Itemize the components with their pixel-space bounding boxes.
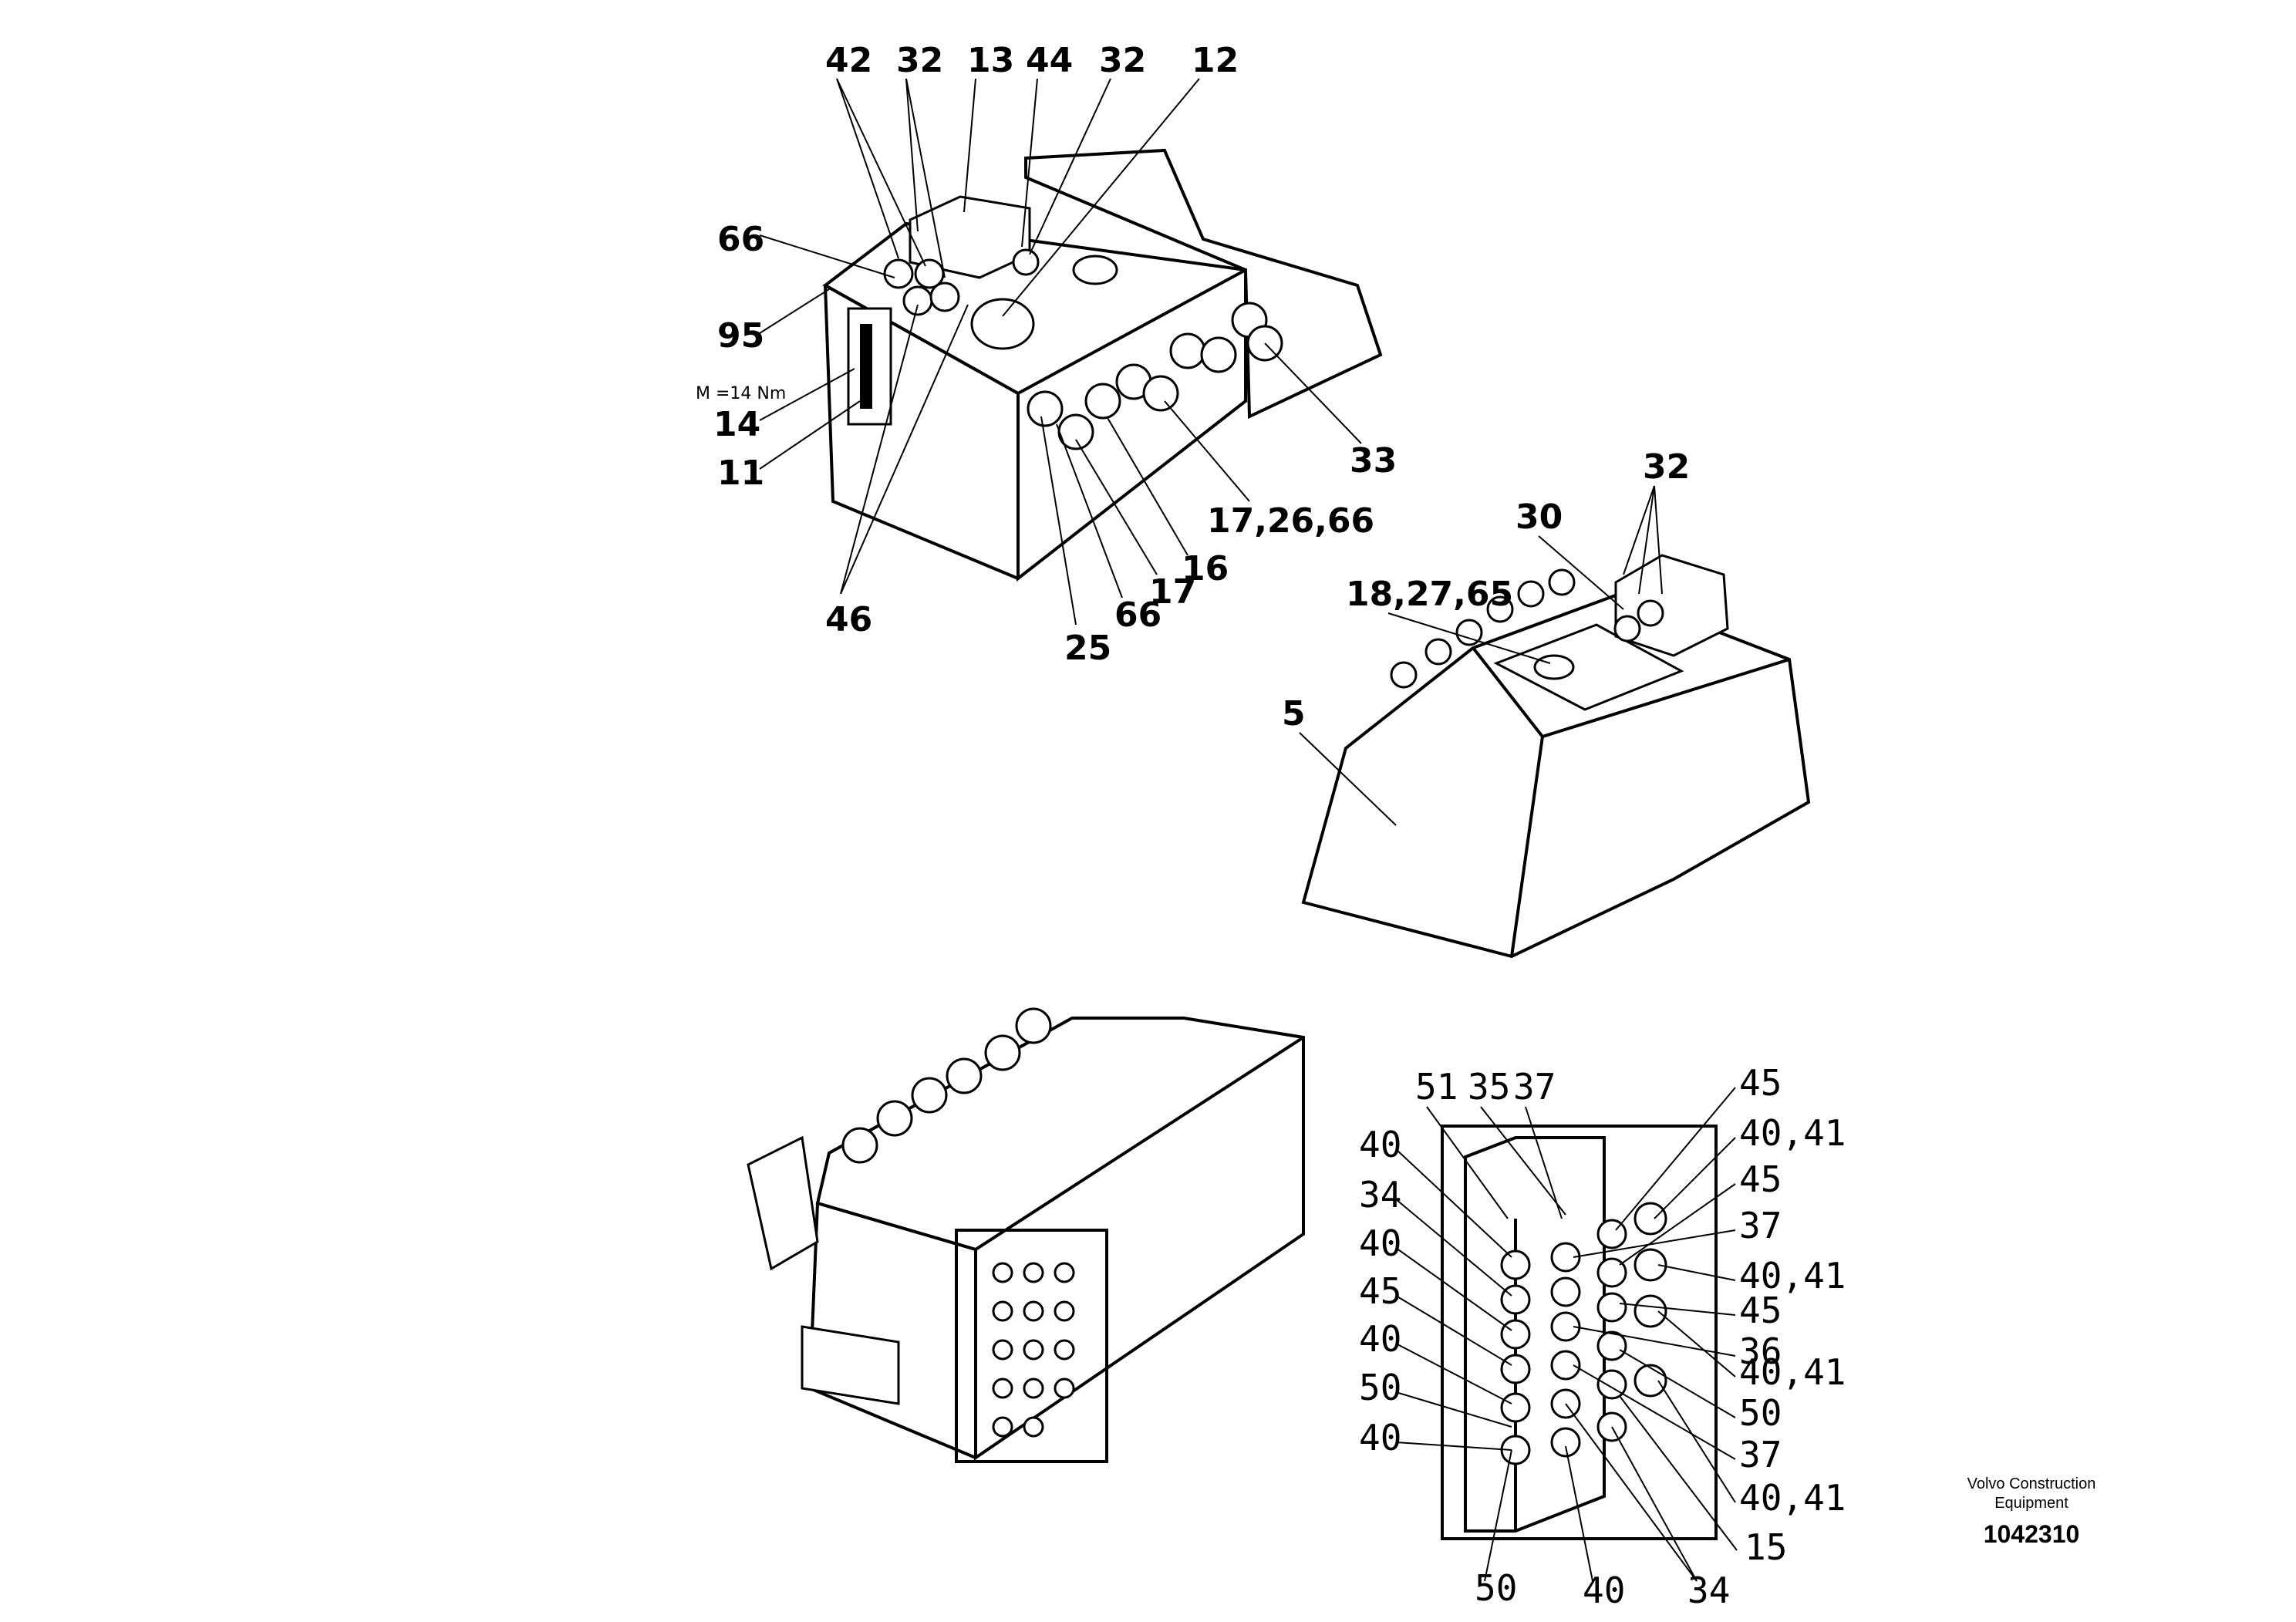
footer-block: Volvo Construction Equipment 1042310 xyxy=(1967,1475,2096,1548)
callout-label: 50 xyxy=(1359,1367,1401,1408)
fitting-row-side xyxy=(1027,302,1283,450)
right-tank-view xyxy=(1299,485,1811,959)
callout-label: 40,41 xyxy=(1739,1255,1846,1297)
callout-label: 44 xyxy=(1026,41,1073,80)
callout-label: 16 xyxy=(1182,549,1229,588)
callout-label: 40,41 xyxy=(1739,1112,1846,1154)
callout-label: 30 xyxy=(1515,497,1563,537)
callout-label: 40 xyxy=(1359,1124,1401,1165)
callout-label: 34 xyxy=(1359,1174,1401,1216)
bottom-left-tank-view xyxy=(747,1007,1305,1463)
callout-label: 45 xyxy=(1739,1290,1782,1331)
callout-label: 40,41 xyxy=(1739,1351,1846,1393)
callout-label: 45 xyxy=(1739,1062,1782,1104)
fitting-grid-bottom-view xyxy=(992,1262,1075,1438)
callout-label: 5 xyxy=(1282,694,1306,733)
callout-label: 45 xyxy=(1359,1270,1401,1312)
callout-label: 14 xyxy=(713,405,760,444)
callout-label: 40,41 xyxy=(1739,1477,1846,1519)
callout-label: 15 xyxy=(1745,1526,1787,1568)
callout-label: 40 xyxy=(1583,1570,1625,1611)
callout-label: 35 xyxy=(1468,1066,1510,1108)
callout-label: 33 xyxy=(1350,441,1397,481)
callout-label: 50 xyxy=(1475,1567,1517,1609)
callout-label: 17 xyxy=(1149,572,1196,612)
leader-lines-right-view xyxy=(1299,485,1663,826)
callout-label: 66 xyxy=(717,220,764,259)
callout-label: 51 xyxy=(1415,1066,1458,1108)
detail-fittings xyxy=(1500,1202,1667,1465)
detail-panel-view xyxy=(1395,1087,1738,1582)
company-name-line2: Equipment xyxy=(1994,1495,2068,1512)
leader-lines-top-left xyxy=(759,78,1362,626)
callout-label: 50 xyxy=(1739,1392,1782,1434)
callout-label: 13 xyxy=(967,41,1014,80)
callout-label: 34 xyxy=(1687,1570,1730,1611)
top-left-tank-view xyxy=(759,78,1383,626)
callout-label: 45 xyxy=(1739,1158,1782,1200)
callout-label: 36 xyxy=(1739,1330,1782,1372)
callout-label: 42 xyxy=(825,41,872,80)
callout-label: 32 xyxy=(1099,41,1146,80)
leader-lines-detail xyxy=(1395,1087,1738,1582)
callout-label: 95 xyxy=(717,316,764,356)
callout-label: 37 xyxy=(1513,1066,1556,1108)
callout-label: 40 xyxy=(1359,1417,1401,1458)
callout-label: 32 xyxy=(1643,447,1690,487)
callout-label: 17,26,66 xyxy=(1207,501,1374,541)
callout-label: 46 xyxy=(825,600,872,639)
fitting-row-bottom-view xyxy=(841,1007,1052,1164)
callout-label: 12 xyxy=(1192,41,1239,80)
callout-label: 18,27,65 xyxy=(1346,575,1513,614)
company-name-line1: Volvo Construction xyxy=(1967,1475,2096,1492)
callout-label: 37 xyxy=(1739,1205,1782,1246)
callout-label: 11 xyxy=(717,454,764,493)
callout-label: 25 xyxy=(1064,629,1111,668)
callout-label: 32 xyxy=(896,41,943,80)
callout-label: 40 xyxy=(1359,1318,1401,1360)
drawing-number: 1042310 xyxy=(1984,1520,2080,1548)
callout-label: 66 xyxy=(1114,595,1161,635)
fitting-row-right-view xyxy=(1390,568,1664,689)
torque-note: M =14 Nm xyxy=(696,384,786,403)
callout-label: 37 xyxy=(1739,1434,1782,1475)
callout-label: 40 xyxy=(1359,1222,1401,1264)
fitting-cluster-left xyxy=(883,248,1040,316)
